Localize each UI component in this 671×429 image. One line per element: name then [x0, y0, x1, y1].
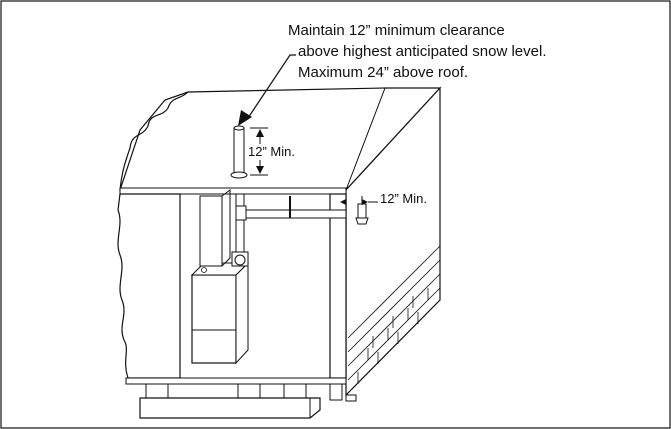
- callout-line-3: Maximum 24” above roof.: [298, 64, 468, 81]
- vertical-dimension-label: 12” Min.: [248, 144, 295, 159]
- plenum-duct-side: [221, 189, 231, 267]
- horizontal-dim-arrow-left: [340, 199, 346, 205]
- furnace-side: [235, 261, 249, 365]
- furnace-body: [191, 274, 237, 364]
- callout-line-1: Maintain 12” minimum clearance: [288, 22, 505, 39]
- vent-pipe-fitting: [234, 254, 246, 266]
- callout-arrow: [238, 110, 252, 126]
- foundation-block: [139, 397, 321, 419]
- termination-hood: [355, 217, 369, 225]
- vertical-dim-arrow-down: [256, 166, 264, 174]
- horizontal-pipe: [239, 209, 347, 219]
- roof-cut-edge: [119, 91, 189, 191]
- callout-leader: [247, 54, 296, 119]
- vent-pipe-roof: [233, 127, 245, 177]
- callout-line-2: above highest anticipated snow level.: [298, 43, 547, 60]
- vertical-dim-label-bg: [245, 144, 313, 160]
- front-wall-left: [117, 193, 181, 379]
- horizontal-dim-arrow-right: [362, 199, 368, 205]
- floor-base: [125, 377, 347, 385]
- furnace-knob: [201, 267, 207, 273]
- brick-pattern: [347, 245, 441, 384]
- ceiling-joist: [119, 187, 347, 195]
- vent-pipe-top: [233, 125, 245, 131]
- front-wall-right: [329, 193, 347, 379]
- roof-flashing: [230, 171, 248, 179]
- horizontal-dimension-label: 12” Min.: [380, 191, 427, 206]
- foundation-block-top: [140, 397, 311, 418]
- roof-hip-line: [345, 87, 386, 191]
- vertical-dim-arrow-up: [256, 129, 264, 137]
- vent-pipe-down: [235, 193, 245, 253]
- plenum-duct: [199, 195, 223, 267]
- pipe-corner: [235, 205, 247, 221]
